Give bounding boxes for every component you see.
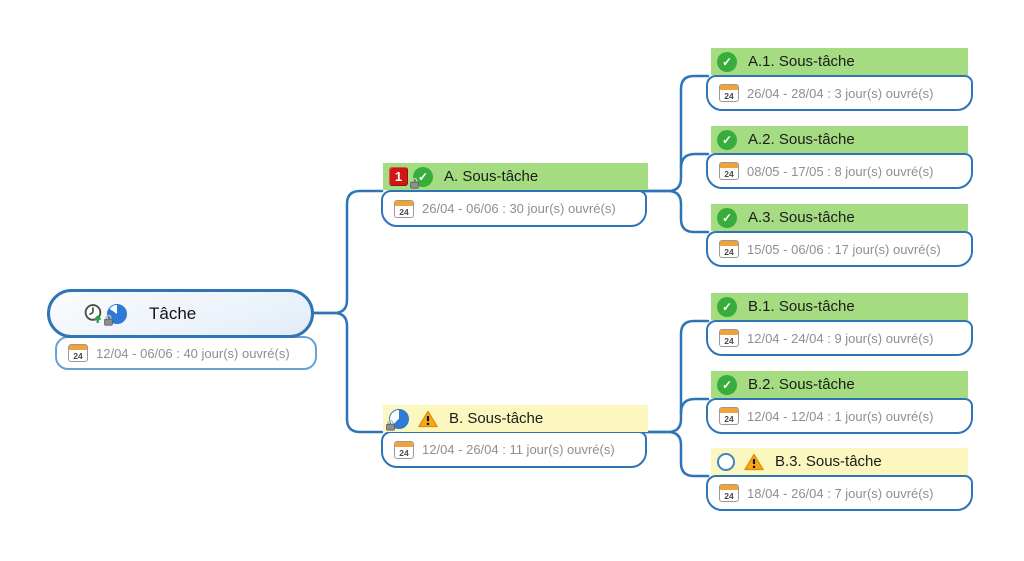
task-title: A.2. Sous-tâche <box>748 131 855 148</box>
check-icon <box>717 374 737 395</box>
task-dates: 26/04 - 28/04 : 3 jour(s) ouvré(s) <box>747 85 934 101</box>
task-dates: 26/04 - 06/06 : 30 jour(s) ouvré(s) <box>422 201 616 216</box>
task-dates: 12/04 - 24/04 : 9 jour(s) ouvré(s) <box>747 330 934 346</box>
calendar-top-bar <box>720 85 738 90</box>
task-title: B.3. Sous-tâche <box>775 453 882 470</box>
task-title: A.1. Sous-tâche <box>748 53 855 70</box>
calendar-day-label: 24 <box>724 169 734 179</box>
date-bubble-a[interactable]: 24 26/04 - 06/06 : 30 jour(s) ouvré(s) <box>381 190 647 227</box>
task-dates: 12/04 - 12/04 : 1 jour(s) ouvré(s) <box>747 408 934 424</box>
task-title: A. Sous-tâche <box>444 168 539 185</box>
padlock-icon <box>410 177 419 189</box>
root-title: Tâche <box>149 303 197 323</box>
date-bubble-a1[interactable]: 24 26/04 - 28/04 : 3 jour(s) ouvré(s) <box>706 75 973 111</box>
task-node-b1[interactable]: B.1. Sous-tâche <box>711 293 968 320</box>
check-icon <box>717 207 737 228</box>
task-node-a3[interactable]: A.3. Sous-tâche <box>711 204 968 231</box>
clock-up-icon <box>84 304 102 323</box>
calendar-day-label: 24 <box>724 247 734 257</box>
progress-pie-wrap <box>386 408 409 431</box>
edge-a-to-a1 <box>633 74 710 193</box>
warning-icon <box>744 453 764 470</box>
calendar-top-bar <box>720 163 738 168</box>
task-dates: 18/04 - 26/04 : 7 jour(s) ouvré(s) <box>747 485 934 501</box>
task-node-b2[interactable]: B.2. Sous-tâche <box>711 371 968 398</box>
calendar-day-label: 24 <box>724 336 734 346</box>
task-dates: 15/05 - 06/06 : 17 jour(s) ouvré(s) <box>747 241 941 257</box>
calendar-top-bar <box>395 441 413 447</box>
calendar-icon: 24 <box>394 440 414 459</box>
calendar-icon: 24 <box>394 199 414 218</box>
root-node[interactable]: Tâche <box>47 289 314 338</box>
task-node-b[interactable]: B. Sous-tâche <box>383 405 648 432</box>
date-bubble-b3[interactable]: 24 18/04 - 26/04 : 7 jour(s) ouvré(s) <box>706 475 973 511</box>
warning-icon <box>418 410 438 427</box>
calendar-icon: 24 <box>719 329 739 347</box>
check-icon <box>717 129 737 150</box>
progress-pie-wrap <box>104 303 127 326</box>
calendar-day-label: 24 <box>724 491 734 501</box>
edge-root-to-b <box>311 311 384 434</box>
calendar-icon: 24 <box>719 240 739 258</box>
task-title: B. Sous-tâche <box>449 410 544 427</box>
root-dates: 12/04 - 06/06 : 40 jour(s) ouvré(s) <box>96 345 290 361</box>
task-title: A.3. Sous-tâche <box>748 209 855 226</box>
calendar-day-label: 24 <box>724 414 734 424</box>
date-bubble-b[interactable]: 24 12/04 - 26/04 : 11 jour(s) ouvré(s) <box>381 431 647 468</box>
date-bubble-b2[interactable]: 24 12/04 - 12/04 : 1 jour(s) ouvré(s) <box>706 398 973 434</box>
edge-b-to-b2 <box>679 397 710 415</box>
padlock-icon <box>104 314 113 326</box>
task-dates: 12/04 - 26/04 : 11 jour(s) ouvré(s) <box>422 442 615 457</box>
calendar-top-bar <box>720 408 738 413</box>
calendar-day-label: 24 <box>73 351 83 361</box>
date-bubble-a2[interactable]: 24 08/05 - 17/05 : 8 jour(s) ouvré(s) <box>706 153 973 189</box>
padlock-icon <box>386 419 395 431</box>
edge-b-to-b3 <box>633 430 710 478</box>
check-icon <box>717 296 737 317</box>
task-dates: 08/05 - 17/05 : 8 jour(s) ouvré(s) <box>747 163 934 179</box>
calendar-icon: 24 <box>719 162 739 180</box>
edge-a-to-a2 <box>679 152 710 170</box>
task-node-a[interactable]: 1 A. Sous-tâche <box>383 163 648 190</box>
task-title: B.1. Sous-tâche <box>748 298 855 315</box>
calendar-top-bar <box>720 241 738 246</box>
calendar-top-bar <box>720 485 738 490</box>
calendar-day-label: 24 <box>724 91 734 101</box>
calendar-day-label: 24 <box>399 447 409 458</box>
task-node-a2[interactable]: A.2. Sous-tâche <box>711 126 968 153</box>
check-icon <box>717 51 737 72</box>
calendar-icon: 24 <box>719 84 739 102</box>
task-node-a1[interactable]: A.1. Sous-tâche <box>711 48 968 75</box>
priority-1-icon: 1 <box>389 167 408 186</box>
task-title: B.2. Sous-tâche <box>748 376 855 393</box>
calendar-icon: 24 <box>719 407 739 425</box>
date-bubble-a3[interactable]: 24 15/05 - 06/06 : 17 jour(s) ouvré(s) <box>706 231 973 267</box>
calendar-icon: 24 <box>68 344 88 362</box>
edge-root-to-a <box>311 189 384 315</box>
edge-a-to-a3 <box>633 189 710 234</box>
task-node-b3[interactable]: B.3. Sous-tâche <box>711 448 968 475</box>
empty-circle-icon <box>717 452 735 471</box>
check-icon-wrap <box>410 166 433 189</box>
calendar-top-bar <box>69 345 87 350</box>
edge-b-to-b1 <box>633 319 710 434</box>
calendar-top-bar <box>395 200 413 206</box>
root-date-bubble[interactable]: 24 12/04 - 06/06 : 40 jour(s) ouvré(s) <box>55 336 317 370</box>
date-bubble-b1[interactable]: 24 12/04 - 24/04 : 9 jour(s) ouvré(s) <box>706 320 973 356</box>
calendar-top-bar <box>720 330 738 335</box>
calendar-day-label: 24 <box>399 206 409 217</box>
calendar-icon: 24 <box>719 484 739 502</box>
